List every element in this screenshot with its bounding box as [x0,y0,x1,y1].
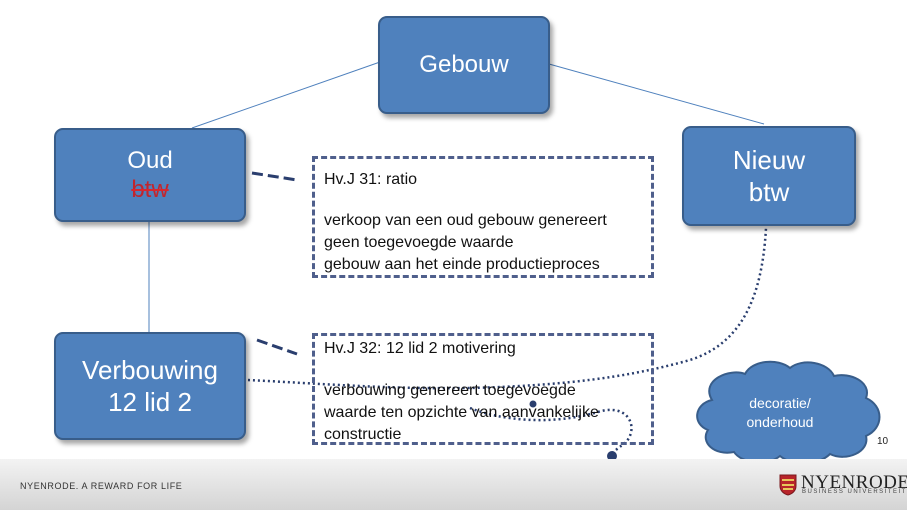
footer-tagline: NYENRODE. A REWARD FOR LIFE [20,481,183,491]
note-hvj31-heading: Hv.J 31: ratio [324,171,418,188]
decoration-cloud [696,360,881,465]
note-hvj32-frame [312,333,654,445]
logo-wordmark: NYENRODE [801,472,907,493]
node-gebouw: Gebouw [378,16,550,114]
node-nieuw-line1: Nieuw [732,145,806,175]
connector-gebouw-nieuw [548,63,765,125]
dash-mark-verbouwing [256,338,298,356]
node-verbouwing: Verbouwing 12 lid 2 [54,332,246,440]
note-hvj32-line-2: waarde ten opzichte van aanvankelijke [324,404,599,421]
cloud-label: decoratie/ onderhoud [724,394,836,432]
note-hvj32-line-1: verbouwing genereert toegevoegde [324,382,576,399]
dotted-arrow-to-nieuw [247,227,768,390]
note-hvj31-line-2: geen toegevoegde waarde [324,234,514,251]
node-oud-line1: Oud [127,147,173,174]
node-gebouw-label: Gebouw [419,51,509,78]
note-hvj31-line-3: gebouw aan het einde productieproces [324,256,600,273]
node-oud-btw: Oud btw [54,128,246,222]
note-hvj32-line-3: constructie [324,426,402,443]
cloud-line2: onderhoud [746,414,814,430]
curve-dot [529,400,537,408]
footer-bar [0,459,907,510]
curve-end-dot [607,451,617,461]
note-hvj31-frame [312,156,654,278]
nyenrode-crest-icon [779,474,797,496]
connector-gebouw-oud [191,61,381,129]
node-verbouwing-line2: 12 lid 2 [108,387,192,417]
node-verbouwing-line1: Verbouwing [82,355,218,385]
dash-mark-oud [251,171,298,182]
cloud-line1: decoratie/ [749,395,811,411]
note-hvj31-line-1: verkoop van een oud gebouw genereert [324,212,607,229]
logo-subtitle: BUSINESS UNIVERSITEIT [802,489,907,495]
note-hvj32-heading: Hv.J 32: 12 lid 2 motivering [324,340,516,357]
node-nieuw-btw: Nieuw btw [682,126,856,226]
node-nieuw-line2: btw [748,177,790,207]
node-oud-line2-struck: btw [131,176,169,203]
page-number: 10 [877,436,889,447]
